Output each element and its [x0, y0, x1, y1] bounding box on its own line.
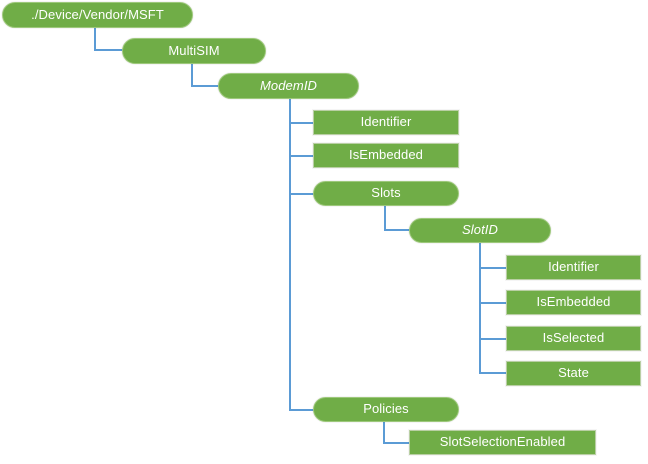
connector-slots-to-slotid-vertical: [384, 206, 386, 231]
connector-modemid-to-slots: [289, 193, 315, 195]
node-slots[interactable]: Slots: [313, 181, 459, 206]
node-slot-isselected[interactable]: IsSelected: [506, 326, 641, 351]
node-label: Identifier: [548, 259, 599, 275]
connector-policies-to-slotselectionenabled-vertical: [383, 422, 385, 444]
connector-root-to-multisim-vertical: [94, 27, 96, 51]
connector-policies-to-slotselectionenabled-horizontal: [383, 442, 410, 444]
node-label: IsEmbedded: [536, 294, 611, 310]
connector-slotid-trunk: [479, 243, 481, 374]
node-modem-identifier[interactable]: Identifier: [313, 110, 459, 135]
connector-root-to-multisim-horizontal: [94, 49, 124, 51]
node-label: ./Device/Vendor/MSFT: [31, 6, 164, 22]
connector-slotid-to-isselected: [479, 338, 507, 340]
node-label: State: [558, 365, 589, 381]
node-label: IsEmbedded: [349, 147, 423, 163]
node-modemid[interactable]: ModemID: [218, 73, 359, 99]
node-label: Identifier: [360, 114, 412, 130]
node-label: Policies: [363, 401, 409, 417]
node-label: IsSelected: [542, 330, 605, 346]
connector-multisim-to-modemid-horizontal: [191, 85, 220, 87]
node-label: SlotSelectionEnabled: [439, 434, 566, 450]
connector-slotid-to-identifier: [479, 267, 507, 269]
node-slotselectionenabled[interactable]: SlotSelectionEnabled: [409, 430, 596, 455]
node-slot-isembedded[interactable]: IsEmbedded: [506, 290, 641, 315]
connector-slots-to-slotid-horizontal: [384, 229, 411, 231]
node-label: ModemID: [259, 77, 318, 93]
node-slot-state[interactable]: State: [506, 361, 641, 386]
connector-multisim-to-modemid-vertical: [191, 63, 193, 87]
connector-modemid-to-isembedded: [289, 155, 315, 157]
node-label: Slots: [371, 185, 401, 201]
connector-modemid-to-policies: [289, 409, 315, 411]
connector-slotid-to-isembedded: [479, 302, 507, 304]
node-policies[interactable]: Policies: [313, 397, 459, 422]
node-device-vendor-msft[interactable]: ./Device/Vendor/MSFT: [2, 2, 193, 28]
connector-modemid-trunk: [289, 99, 291, 411]
connector-modemid-to-identifier: [289, 122, 315, 124]
node-multisim[interactable]: MultiSIM: [122, 38, 266, 64]
connector-slotid-to-state: [479, 372, 507, 374]
node-label: SlotID: [461, 222, 498, 238]
node-slotid[interactable]: SlotID: [409, 218, 551, 243]
node-modem-isembedded[interactable]: IsEmbedded: [313, 143, 459, 168]
node-slot-identifier[interactable]: Identifier: [506, 255, 641, 280]
node-label: MultiSIM: [168, 42, 220, 58]
